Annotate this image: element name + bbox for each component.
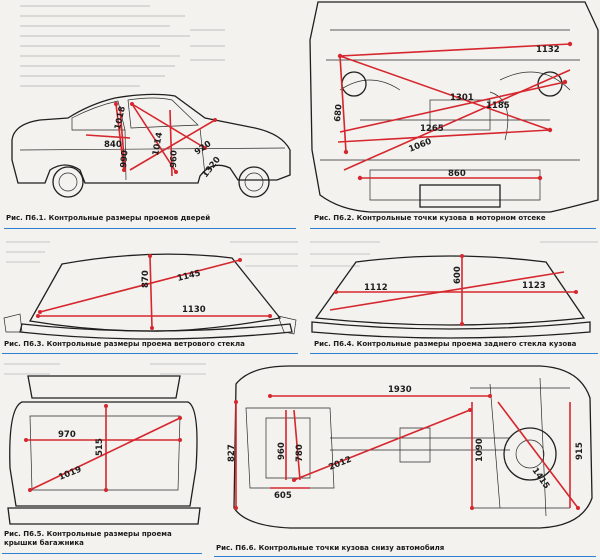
dim-label: 1301 — [450, 93, 474, 103]
exhaust-and-tunnel — [330, 427, 510, 463]
caption-rule — [310, 228, 596, 230]
dim-label: 1265 — [420, 124, 444, 134]
engine-bay-dimension-lines — [337, 41, 573, 181]
rear-wheel — [52, 166, 84, 198]
spare-wheel-hub — [515, 439, 545, 469]
dim-label: 870 — [141, 270, 151, 288]
dim-label: 1018 — [113, 105, 128, 130]
rear-window-opening-outline — [314, 255, 586, 326]
background-text-lines — [4, 363, 206, 375]
radiator-support — [419, 184, 501, 208]
background-text-lines — [310, 241, 598, 267]
hood-opening-outline — [309, 1, 599, 213]
rear-axle — [470, 377, 570, 517]
figure-p6-6: 1930 827 960 780 2012 605 1090 1415 915 … — [210, 358, 600, 560]
trunk-dimension-lines — [24, 404, 182, 492]
figure-caption: Рис. П6.3. Контрольные размеры проема ве… — [4, 340, 245, 348]
background-text-lines — [20, 5, 225, 87]
underbody-dimension-lines — [234, 394, 580, 510]
engine-bay-detail — [320, 29, 580, 201]
figure-p6-3-drawing: 870 1145 1130 — [3, 241, 298, 340]
air-duct — [489, 91, 509, 141]
windshield-lower-frame — [19, 323, 293, 340]
figure-caption: Рис. П6.5. Контрольные размеры проема кр… — [4, 530, 172, 547]
figure-p6-6-dimension-labels: 1930 827 960 780 2012 605 1090 1415 915 — [227, 385, 585, 501]
dim-label: 1090 — [475, 438, 485, 462]
figure-caption: Рис. П6.1. Контрольные размеры проемов д… — [6, 214, 211, 222]
dim-label: 1132 — [536, 45, 560, 55]
rear-window-lower-frame — [311, 321, 591, 339]
dim-label: 1415 — [530, 466, 552, 491]
dim-label: 860 — [448, 169, 466, 179]
trunk-lid-open — [27, 375, 181, 399]
dim-label: 1930 — [388, 385, 412, 395]
dim-label: 605 — [274, 491, 292, 501]
caption-rule — [2, 353, 298, 355]
dim-label: 600 — [453, 266, 463, 284]
figure-p6-4-dimension-labels: 600 1112 1123 — [364, 266, 546, 293]
figure-p6-6-drawing: 1930 827 960 780 2012 605 1090 1415 915 — [227, 365, 593, 529]
left-mirror — [3, 313, 23, 333]
dim-label: 960 — [169, 150, 180, 168]
dim-label: 1019 — [57, 465, 83, 483]
figure-p6-5-drawing: 970 515 1019 — [4, 363, 206, 525]
car-body-outline — [11, 93, 291, 184]
dim-label: 2012 — [327, 455, 353, 473]
figure-caption: Рис. П6.2. Контрольные точки кузова в мо… — [314, 214, 546, 222]
dim-label: 840 — [104, 140, 122, 150]
windshield-dimension-lines — [36, 254, 272, 330]
figure-p6-5: 970 515 1019 Рис. П6.5. Контрольные разм… — [0, 358, 210, 560]
body-crease — [19, 147, 286, 151]
dim-label: 1060 — [407, 137, 433, 155]
dim-label: 1185 — [486, 101, 510, 111]
dim-label: 780 — [295, 444, 305, 462]
figure-p6-4-drawing: 600 1112 1123 — [310, 241, 598, 339]
dim-label: 970 — [58, 430, 76, 440]
trunk-opening-outline — [9, 401, 198, 507]
figure-p6-1-dimension-labels: 1018 840 990 1014 960 920 1320 — [104, 105, 223, 180]
dim-label: 960 — [277, 442, 287, 460]
figure-p6-1: 1018 840 990 1014 960 920 1320 Рис. П6.1… — [0, 0, 300, 236]
caption-rule — [310, 353, 598, 355]
windshield-opening-outline — [28, 253, 282, 332]
caption-rule — [4, 228, 296, 230]
figure-p6-4: 600 1112 1123 Рис. П6.4. Контрольные раз… — [300, 236, 600, 358]
door-seam-front — [199, 127, 206, 176]
figure-p6-2-drawing: 1132 680 1301 1185 1265 1060 860 — [309, 1, 599, 213]
dim-label: 827 — [227, 444, 237, 462]
trunk-inner-floor — [29, 415, 181, 491]
dim-label: 1130 — [182, 305, 206, 315]
spare-wheel-well — [503, 427, 557, 481]
caption-rule — [2, 553, 202, 555]
dim-label: 990 — [119, 150, 131, 169]
dim-label: 915 — [575, 442, 585, 460]
underbody-outline — [233, 365, 593, 529]
background-text-lines — [6, 241, 298, 267]
front-wheel — [238, 166, 270, 198]
dim-label: 1123 — [522, 281, 546, 291]
dim-label: 515 — [95, 438, 105, 456]
figure-p6-3: 870 1145 1130 Рис. П6.3. Контрольные раз… — [0, 236, 300, 358]
right-mirror — [277, 315, 297, 335]
dim-label: 1014 — [151, 131, 165, 156]
car-window-line — [71, 97, 199, 131]
dim-label: 680 — [333, 104, 345, 123]
dim-label: 1145 — [176, 268, 201, 283]
left-strut-mount — [341, 71, 367, 97]
engine-block — [429, 99, 491, 131]
dim-label: 1112 — [364, 283, 388, 293]
door-dimension-lines — [85, 102, 217, 177]
figure-p6-5-dimension-labels: 970 515 1019 — [57, 430, 105, 483]
figure-p6-1-drawing: 1018 840 990 1014 960 920 1320 — [11, 5, 291, 198]
rear-bumper — [7, 507, 201, 525]
figure-p6-2: 1132 680 1301 1185 1265 1060 860 Рис. П6… — [300, 0, 600, 236]
caption-rule — [214, 556, 596, 558]
figure-caption: Рис. П6.6. Контрольные точки кузова сниз… — [216, 544, 445, 552]
figure-caption: Рис. П6.4. Контрольные размеры проема за… — [314, 340, 577, 348]
rear-window-dimension-lines — [329, 254, 578, 326]
front-subframe — [245, 407, 335, 489]
